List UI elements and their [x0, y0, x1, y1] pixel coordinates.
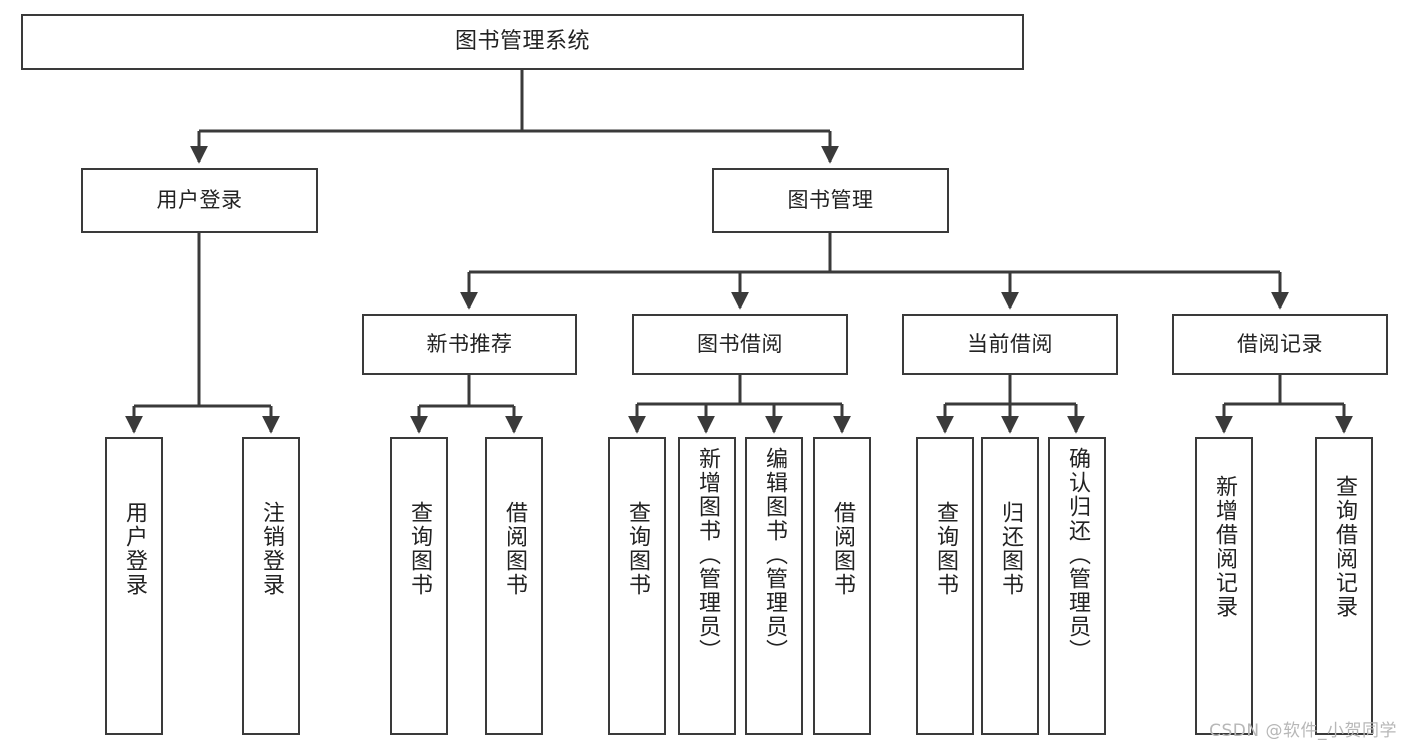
node-leaf-confirm-return-admin[interactable]: 确认归还（管理员）	[1048, 437, 1106, 735]
node-leaf-query-book-3[interactable]: 查询图书	[916, 437, 974, 735]
node-leaf-add-book-admin[interactable]: 新增图书（管理员）	[678, 437, 736, 735]
node-leaf-query-book-1-label: 查询图书	[407, 501, 432, 597]
node-leaf-query-book-1[interactable]: 查询图书	[390, 437, 448, 735]
node-root[interactable]: 图书管理系统	[21, 14, 1024, 70]
node-borrow-record-label: 借阅记录	[1237, 332, 1323, 357]
node-root-label: 图书管理系统	[454, 29, 590, 55]
node-book-borrow-label: 图书借阅	[697, 332, 783, 357]
node-leaf-user-login-label: 用户登录	[122, 501, 147, 597]
node-borrow-record[interactable]: 借阅记录	[1172, 314, 1388, 375]
node-leaf-query-borrow-record-label: 查询借阅记录	[1332, 475, 1357, 619]
node-leaf-confirm-return-admin-label: 确认归还（管理员）	[1065, 447, 1090, 663]
node-user-login[interactable]: 用户登录	[81, 168, 318, 233]
node-new-book-recommend[interactable]: 新书推荐	[362, 314, 577, 375]
node-leaf-borrow-book-2-label: 借阅图书	[830, 501, 855, 597]
node-leaf-query-borrow-record[interactable]: 查询借阅记录	[1315, 437, 1373, 735]
node-current-borrow[interactable]: 当前借阅	[902, 314, 1118, 375]
node-book-management[interactable]: 图书管理	[712, 168, 949, 233]
node-leaf-add-borrow-record-label: 新增借阅记录	[1212, 475, 1237, 619]
node-book-management-label: 图书管理	[787, 188, 874, 213]
node-leaf-query-book-2[interactable]: 查询图书	[608, 437, 666, 735]
node-book-borrow[interactable]: 图书借阅	[632, 314, 848, 375]
node-leaf-return-book-label: 归还图书	[998, 501, 1023, 597]
node-leaf-query-book-3-label: 查询图书	[933, 501, 958, 597]
node-new-book-recommend-label: 新书推荐	[426, 332, 513, 357]
node-leaf-edit-book-admin-label: 编辑图书（管理员）	[762, 447, 787, 663]
node-leaf-user-login[interactable]: 用户登录	[105, 437, 163, 735]
node-leaf-add-borrow-record[interactable]: 新增借阅记录	[1195, 437, 1253, 735]
node-leaf-borrow-book-2[interactable]: 借阅图书	[813, 437, 871, 735]
node-leaf-logout-login-label: 注销登录	[259, 501, 284, 597]
node-current-borrow-label: 当前借阅	[967, 332, 1053, 357]
watermark-text: CSDN @软件_小贺同学	[1209, 721, 1397, 741]
node-leaf-logout-login[interactable]: 注销登录	[242, 437, 300, 735]
node-leaf-add-book-admin-label: 新增图书（管理员）	[695, 447, 720, 663]
node-leaf-borrow-book-1[interactable]: 借阅图书	[485, 437, 543, 735]
node-leaf-edit-book-admin[interactable]: 编辑图书（管理员）	[745, 437, 803, 735]
node-leaf-return-book[interactable]: 归还图书	[981, 437, 1039, 735]
node-leaf-query-book-2-label: 查询图书	[625, 501, 650, 597]
node-user-login-label: 用户登录	[156, 188, 243, 213]
node-leaf-borrow-book-1-label: 借阅图书	[502, 501, 527, 597]
